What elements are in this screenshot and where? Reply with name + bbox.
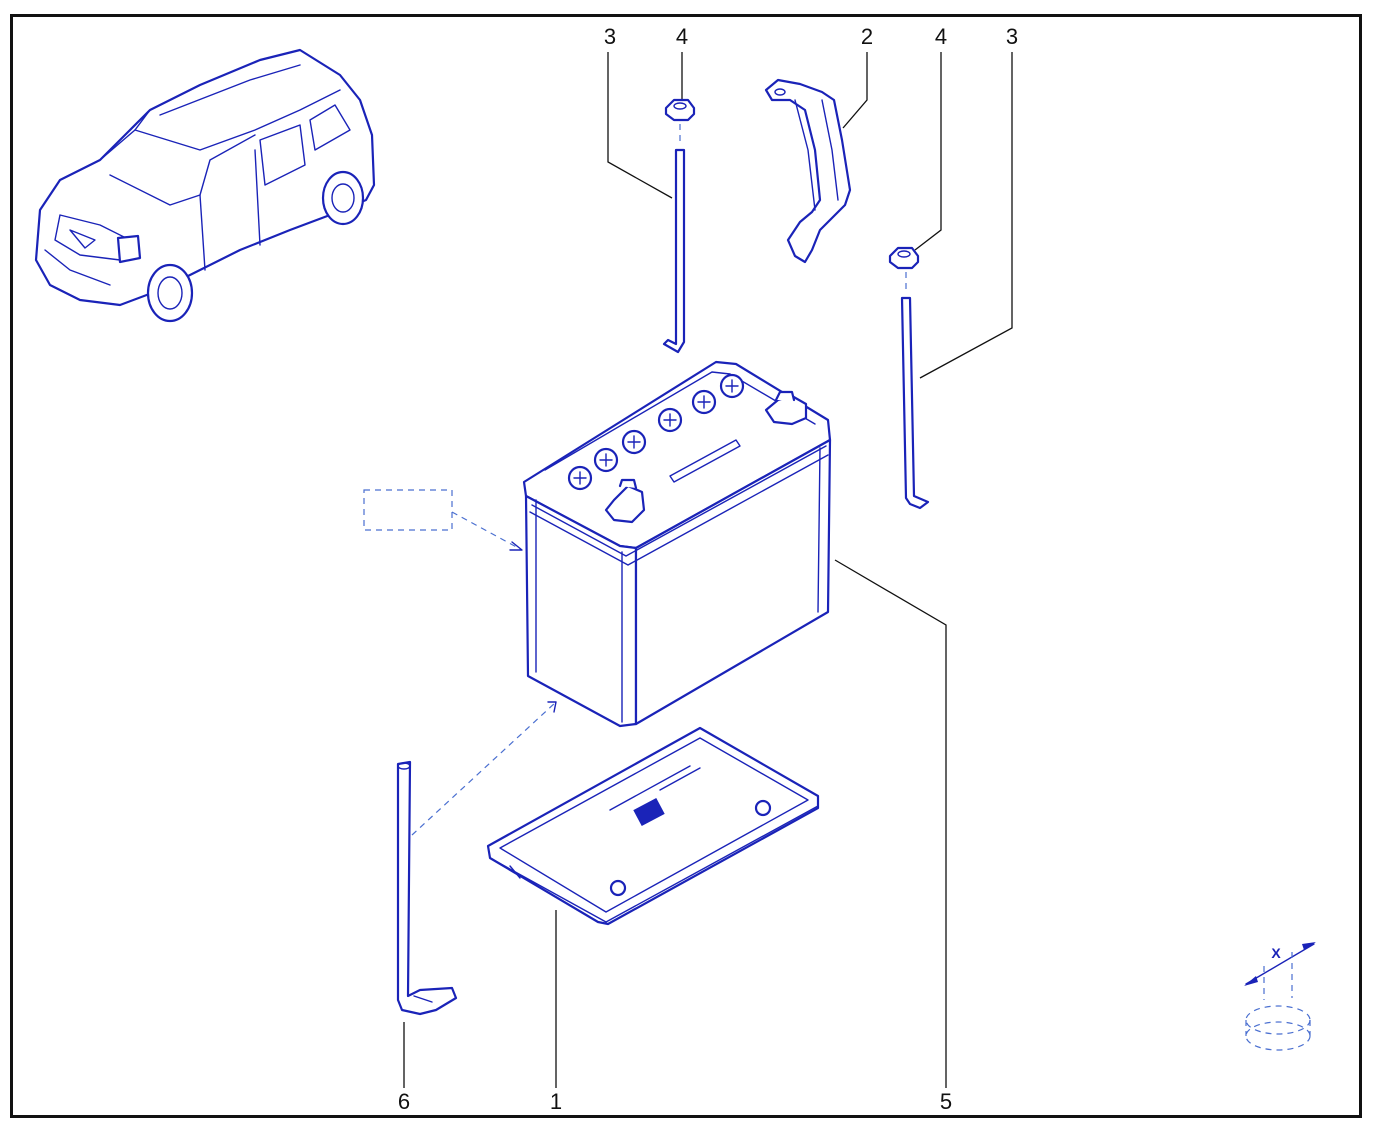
- callout-4-left: 4: [676, 24, 688, 49]
- measurement-symbol: X: [1244, 942, 1316, 1051]
- dashed-guides: [363, 489, 557, 836]
- tray-part-1: [486, 726, 820, 926]
- rod-part-3-left: [662, 124, 686, 354]
- nut-part-4-left: [664, 98, 696, 122]
- callout-2: 2: [861, 24, 873, 49]
- rod-part-3-right: [900, 272, 930, 510]
- callout-4-right: 4: [935, 24, 947, 49]
- callout-3-right: 3: [1006, 24, 1018, 49]
- bracket-part-2: [764, 78, 852, 264]
- rod-part-6: [396, 760, 458, 1016]
- nut-part-4-right: [888, 246, 920, 270]
- vehicle-illustration: [34, 48, 376, 323]
- callout-5: 5: [940, 1089, 952, 1114]
- callout-1: 1: [550, 1089, 562, 1114]
- callout-6: 6: [398, 1089, 410, 1114]
- diagram-frame: [10, 14, 1362, 1118]
- leader-lines: [403, 52, 1013, 1088]
- callout-3-left: 3: [604, 24, 616, 49]
- battery-part-5: [522, 360, 832, 728]
- symbol-x-label: X: [1271, 945, 1281, 961]
